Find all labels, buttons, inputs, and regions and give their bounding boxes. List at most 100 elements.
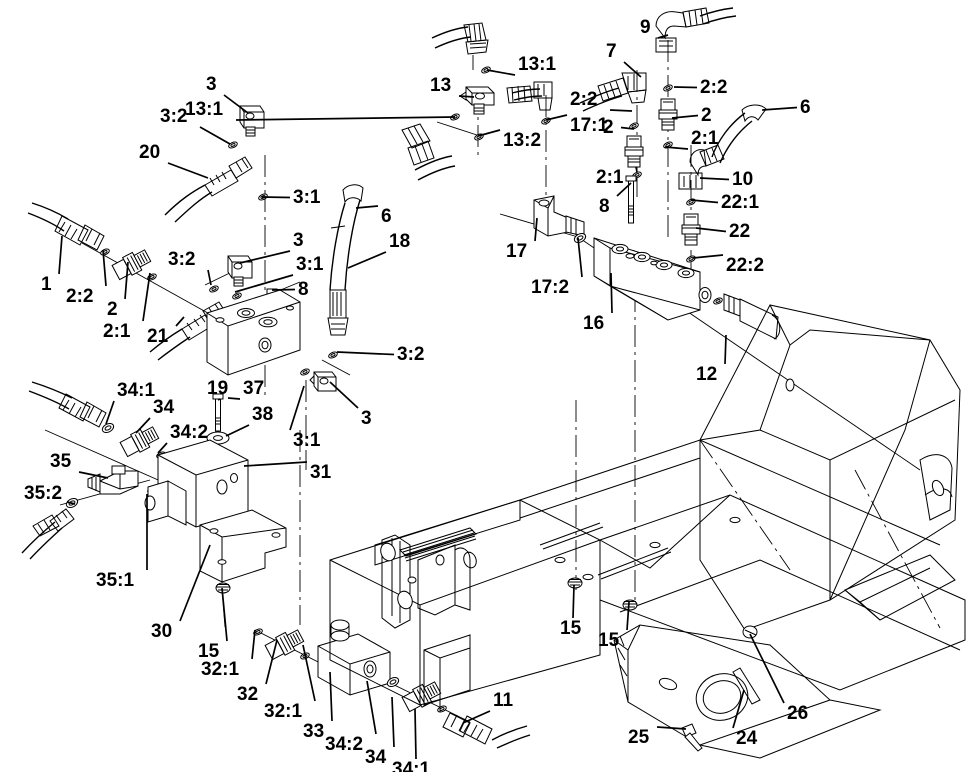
leader-2 (124, 261, 129, 300)
callout-3: 3 (206, 74, 217, 95)
leader-20 (167, 162, 209, 179)
callout-34-1: 34:1 (117, 380, 156, 401)
leader-8 (271, 288, 296, 291)
leader-7 (623, 61, 642, 78)
callout-18: 18 (389, 231, 411, 252)
callout-3-2: 3:2 (168, 249, 196, 270)
callout-8: 8 (298, 279, 309, 300)
bolt-25 (681, 723, 703, 752)
callout-2: 2 (603, 117, 614, 138)
leader-2 (620, 126, 635, 130)
callout-2: 2 (107, 299, 118, 320)
hose-assembly-35 (21, 508, 75, 560)
callout-16: 16 (583, 313, 605, 334)
leader-37 (227, 397, 241, 400)
callout-2-2: 2:2 (570, 89, 598, 110)
hose-assembly-1 (27, 202, 105, 251)
leader-3-2 (336, 351, 395, 356)
callout-3: 3 (361, 408, 372, 429)
leader-17-1 (545, 114, 568, 121)
callout-38: 38 (252, 404, 274, 425)
fitting-3-upper (227, 105, 265, 150)
callout-34-2: 34:2 (170, 422, 209, 443)
callout-21: 21 (147, 326, 169, 347)
callout-31: 31 (310, 462, 332, 483)
oring-34-1-lower (436, 704, 448, 714)
callout-3-2: 3:2 (397, 344, 425, 365)
leader-34 (135, 417, 151, 434)
leader-2-1 (664, 146, 689, 150)
callout-34: 34 (365, 747, 387, 768)
leader-13-1 (235, 116, 456, 121)
callout-7: 7 (606, 41, 617, 62)
oring-2-2 (99, 247, 111, 257)
hose-assembly-17-1 (506, 81, 553, 111)
machine-frame (329, 304, 966, 759)
callout-32-1: 32:1 (264, 701, 303, 722)
callout-6: 6 (381, 206, 392, 227)
leader-17 (534, 217, 538, 242)
callout-37: 37 (243, 378, 265, 399)
leader-22 (695, 227, 727, 233)
manifold-block-19 (206, 289, 301, 376)
leader-13-2 (477, 129, 501, 137)
leader-13 (458, 95, 475, 98)
clamp-24 (695, 667, 761, 721)
oring-3-1-mid (231, 291, 243, 301)
leader-15 (221, 587, 228, 642)
leader-11 (462, 710, 491, 724)
leader-35-2 (66, 501, 76, 505)
leader-33 (329, 671, 333, 722)
leader-3 (239, 250, 291, 264)
callout-2-1: 2:1 (691, 128, 719, 149)
hose-assembly-7 (579, 72, 647, 112)
oring-34-1-upper (100, 421, 116, 435)
leader-2-1 (142, 272, 151, 322)
callout-20: 20 (139, 142, 161, 163)
callout-24: 24 (736, 728, 758, 749)
leader-13-1 (486, 69, 516, 76)
leader-2-2 (609, 109, 633, 112)
oring-3-2-right (327, 350, 339, 360)
vert-fitting-22 (681, 213, 701, 246)
adapter-32 (263, 626, 306, 662)
callout-22-1: 22:1 (721, 192, 760, 213)
leader-10 (699, 177, 730, 181)
callout-35: 35 (50, 451, 72, 472)
hose-assembly-34-upper (28, 381, 107, 428)
fitting-35 (87, 465, 139, 495)
callout-34: 34 (153, 397, 175, 418)
leader-25 (656, 726, 687, 730)
hose-assembly-11 (442, 712, 531, 749)
leader-6 (761, 106, 798, 111)
valve-block-31 (144, 439, 287, 583)
callout-33: 33 (303, 721, 325, 742)
callout-9: 9 (640, 17, 651, 38)
callout-17-2: 17:2 (531, 277, 570, 298)
leader-34 (391, 696, 395, 748)
nut-15-mid (567, 577, 583, 589)
oring-17-1 (540, 116, 552, 126)
adapter-34-lower (400, 678, 443, 714)
leader-24 (732, 689, 745, 729)
leader-1 (58, 235, 63, 275)
callout-34-1: 34:1 (392, 759, 431, 772)
callout-15: 15 (198, 641, 220, 662)
callout-3: 3 (293, 230, 304, 251)
leader-15 (572, 584, 575, 619)
callout-8: 8 (599, 196, 610, 217)
oring-2-2-b (662, 83, 674, 93)
leader-3 (329, 381, 359, 409)
hose-assembly-13-top (431, 22, 489, 55)
manifold-16 (593, 237, 712, 321)
callout-1: 1 (41, 274, 52, 295)
callout-35-1: 35:1 (96, 570, 135, 591)
leader-3-2 (199, 126, 231, 145)
bolt-19 (212, 393, 224, 432)
fitting-17 (533, 195, 585, 237)
leader-35 (78, 471, 109, 479)
vert-fitting-2-b (658, 98, 678, 131)
block-33 (317, 619, 391, 696)
callout-3-1: 3:1 (293, 187, 321, 208)
